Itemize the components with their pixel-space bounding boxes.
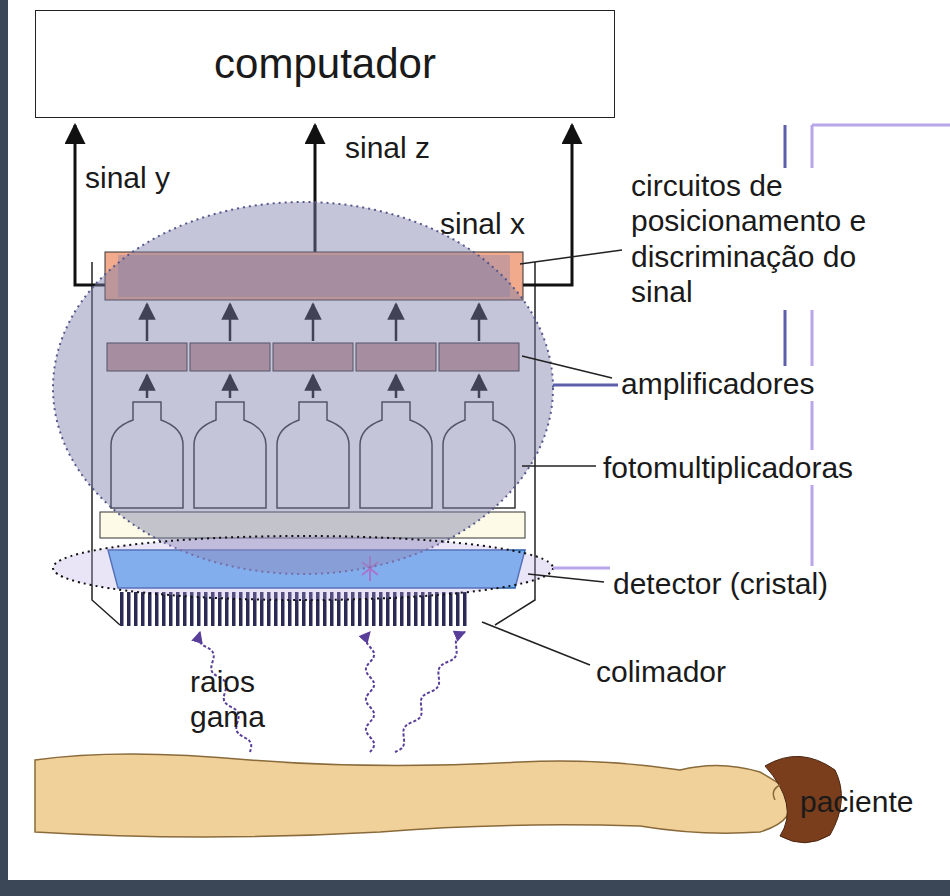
- part-label: raios gama: [190, 664, 300, 735]
- computer-box: computador: [35, 10, 615, 118]
- part-label: fotomultiplicadoras: [600, 450, 856, 485]
- signal-y-arrow: [75, 125, 108, 285]
- leader-line: [522, 465, 596, 467]
- node-text: computador: [214, 40, 436, 88]
- part-label: paciente: [800, 784, 913, 819]
- part-label: circuitos de posicionamento e discrimina…: [628, 168, 884, 310]
- signal-label: sinal y: [85, 160, 170, 195]
- patient-ear: [773, 785, 780, 800]
- leader-line: [528, 574, 604, 582]
- leader-line: [520, 250, 622, 264]
- part-label: amplificadores: [618, 366, 817, 401]
- part-label: detector (cristal): [610, 566, 831, 601]
- signal-label: sinal z: [345, 130, 430, 165]
- leader-line: [522, 356, 612, 378]
- gamma-ray: [366, 632, 374, 752]
- gamma-ray: [395, 632, 465, 752]
- bracket-light: [553, 125, 950, 568]
- crystal-highlight: [53, 536, 553, 600]
- signal-label: sinal x: [440, 206, 525, 241]
- patient-body: [35, 754, 792, 837]
- highlight-ellipse: [53, 202, 553, 574]
- part-label: colimador: [596, 654, 726, 689]
- leader-line: [482, 622, 590, 665]
